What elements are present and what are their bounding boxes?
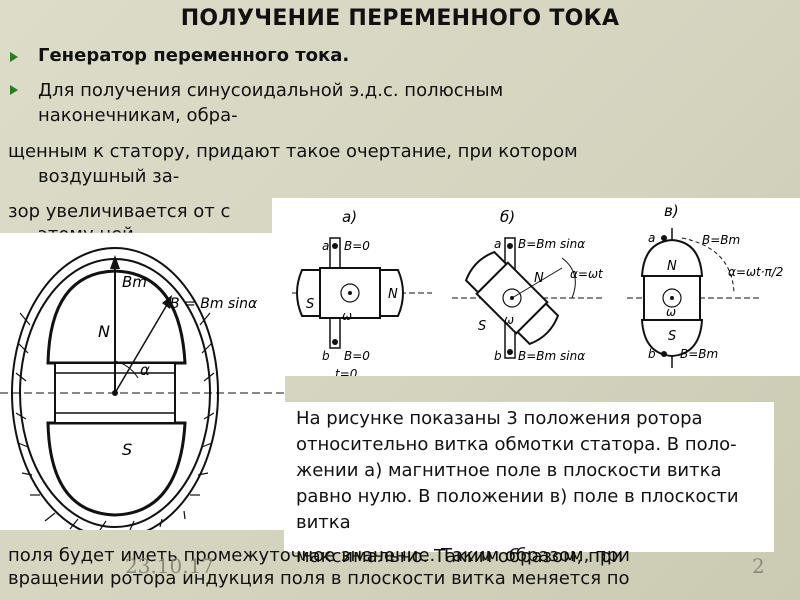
panel-c: в) a B=Bm b B=Bm α=ωt·π/2 S N ω xyxy=(627,202,783,368)
generator-cross-section-figure: Bm B = Bm sinα N α S xyxy=(0,233,285,539)
rotor-north-pole xyxy=(46,269,187,365)
label-bm: Bm xyxy=(122,273,147,291)
svg-text:S: S xyxy=(668,329,676,344)
svg-text:N: N xyxy=(388,287,398,302)
svg-text:в): в) xyxy=(664,202,679,220)
bullet-2: Для получения синусоидальной э.д.с. полю… xyxy=(38,80,504,101)
callout-text: На рисунке показаны 3 положения ротора о… xyxy=(296,408,739,533)
svg-text:B=0: B=0 xyxy=(344,239,370,253)
rotor-south-pole xyxy=(46,421,187,517)
svg-text:B=Bm: B=Bm xyxy=(680,347,718,361)
slide-title: ПОЛУЧЕНИЕ ПЕРЕМЕННОГО ТОКА xyxy=(180,6,620,31)
label-n: N xyxy=(98,322,110,341)
svg-text:S: S xyxy=(478,319,486,334)
svg-text:б): б) xyxy=(500,208,515,226)
svg-text:а): а) xyxy=(342,208,357,226)
svg-text:b: b xyxy=(494,349,502,363)
slide-page-number: 2 xyxy=(752,554,765,578)
panel-b: б) a B=Bm sinα b B=Bm sinα α=ωt xyxy=(452,208,604,363)
svg-text:b: b xyxy=(648,347,656,361)
svg-text:ω: ω xyxy=(342,309,352,323)
svg-text:N: N xyxy=(534,271,544,286)
footer-line-2: вращении ротора индукция поля в плоскост… xyxy=(8,568,630,589)
callout-overlap-line: максимально. Таким образом, при xyxy=(296,546,623,567)
svg-text:α=ωt: α=ωt xyxy=(570,267,604,281)
bullet-arrow-icon xyxy=(10,52,18,62)
svg-text:ω: ω xyxy=(504,313,514,327)
bullet-2-cont: наконечникам, обра- xyxy=(38,105,238,126)
body-line-1: щенным к статору, придают такое очертани… xyxy=(8,141,578,162)
body-line-2: воздушный за- xyxy=(38,166,180,187)
rotor-positions-figure: а) a B=0 b B=0 t=0 S N ω б xyxy=(272,198,800,381)
svg-text:α=ωt·π/2: α=ωt·π/2 xyxy=(728,265,783,279)
svg-text:a: a xyxy=(494,237,501,251)
svg-text:B=0: B=0 xyxy=(344,349,370,363)
label-s: S xyxy=(122,440,132,459)
svg-text:S: S xyxy=(306,297,314,312)
svg-text:t=0: t=0 xyxy=(335,367,358,376)
label-b-bm-sin: B = Bm sinα xyxy=(170,296,258,312)
svg-text:a: a xyxy=(322,239,329,253)
svg-text:B=Bm: B=Bm xyxy=(702,233,740,247)
svg-text:a: a xyxy=(648,231,655,245)
bullet-arrow-icon xyxy=(10,85,18,95)
svg-text:ω: ω xyxy=(666,305,676,319)
svg-text:N: N xyxy=(667,259,677,274)
label-alpha: α xyxy=(140,361,150,379)
svg-text:B=Bm sinα: B=Bm sinα xyxy=(518,349,585,363)
body-line-4: этому ней xyxy=(38,223,134,233)
svg-text:B=Bm sinα: B=Bm sinα xyxy=(518,237,585,251)
svg-text:b: b xyxy=(322,349,330,363)
panel-a: а) a B=0 b B=0 t=0 S N ω xyxy=(292,208,432,381)
body-line-3: зор увеличивается от с xyxy=(8,201,231,222)
slide-date: 23.10.17 xyxy=(125,554,215,578)
footer-line-1: поля будет иметь промежуточное значение.… xyxy=(8,545,630,566)
explanation-callout: На рисунке показаны 3 положения ротора о… xyxy=(284,402,774,552)
bullet-1: Генератор переменного тока. xyxy=(38,45,350,66)
